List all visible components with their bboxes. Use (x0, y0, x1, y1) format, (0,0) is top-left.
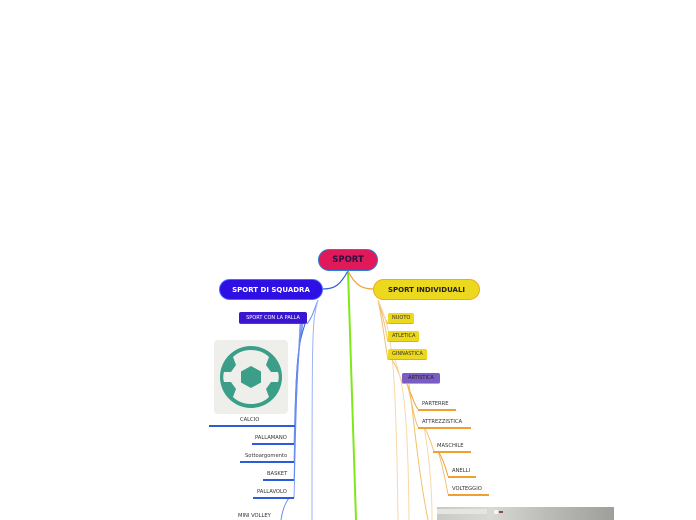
underline (252, 443, 294, 445)
root-node-sport[interactable]: SPORT (318, 249, 378, 271)
underline (418, 427, 471, 429)
node-label: ARTISTICA (408, 375, 434, 381)
node-maschile[interactable]: MASCHILE (437, 443, 464, 449)
underline (253, 497, 294, 499)
node-atletica[interactable]: ATLETICA (388, 331, 420, 342)
node-parterre[interactable]: PARTERRE (422, 401, 449, 407)
underline (448, 494, 489, 496)
underline (263, 479, 294, 481)
calcio-image[interactable] (214, 340, 288, 414)
node-label: SPORT INDIVIDUALI (387, 285, 466, 294)
node-label: SPORT CON LA PALLA (246, 314, 300, 321)
gym-photo-image[interactable] (437, 507, 614, 520)
node-mini-volley[interactable]: MINI VOLLEY (238, 513, 271, 519)
node-attrezzistica[interactable]: ATTREZZISTICA (422, 419, 463, 425)
node-artistica[interactable]: ARTISTICA (402, 373, 440, 384)
node-sottoargomento[interactable]: Sottoargomento (245, 453, 288, 459)
node-pallavolo[interactable]: PALLAVOLO (257, 489, 287, 495)
photo-detail (499, 511, 503, 513)
node-sport-individuali[interactable]: SPORT INDIVIDUALI (373, 279, 480, 300)
node-calcio[interactable]: CALCIO (240, 417, 260, 423)
node-ginnastica[interactable]: GINNASTICA (388, 349, 427, 360)
underline (240, 461, 294, 463)
underline (209, 425, 295, 427)
underline (418, 409, 456, 411)
root-label: SPORT (332, 255, 364, 265)
photo-detail (494, 510, 498, 514)
underline (433, 451, 471, 453)
node-nuoto[interactable]: NUOTO (388, 313, 415, 324)
node-label: ATLETICA (392, 333, 416, 339)
node-label: NUOTO (392, 315, 411, 321)
node-label: SPORT DI SQUADRA (232, 285, 310, 294)
node-volteggio[interactable]: VOLTEGGIO (452, 486, 482, 492)
node-basket[interactable]: BASKET (267, 471, 288, 477)
node-label: GINNASTICA (392, 351, 423, 357)
underline (448, 476, 476, 478)
photo-detail (437, 509, 487, 514)
node-pallamano[interactable]: PALLAMANO (255, 435, 287, 441)
node-sport-di-squadra[interactable]: SPORT DI SQUADRA (219, 279, 323, 300)
soccer-ball-icon (220, 346, 282, 408)
node-sport-con-la-palla[interactable]: SPORT CON LA PALLA (239, 312, 307, 324)
node-anelli[interactable]: ANELLI (452, 468, 471, 474)
